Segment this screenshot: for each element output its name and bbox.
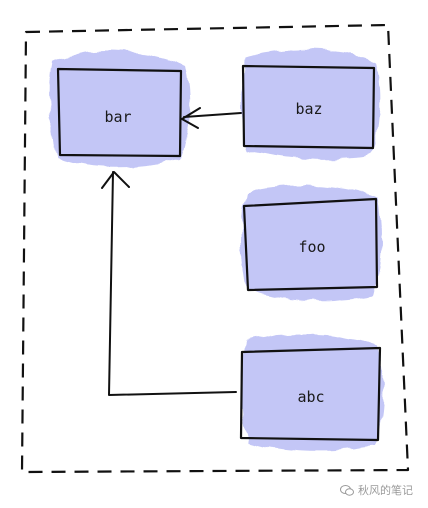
- node-abc-border: [239, 346, 382, 442]
- node-baz-fill: [241, 49, 381, 160]
- node-baz-border: [241, 64, 376, 150]
- container-boundary: [20, 23, 410, 474]
- node-baz: baz: [241, 49, 381, 160]
- edge-baz-to-bar-arrowhead: [181, 107, 201, 129]
- node-bar: bar: [49, 50, 191, 168]
- node-bar-border: [56, 67, 183, 158]
- node-foo-border: [242, 197, 379, 292]
- node-abc-label: abc: [297, 388, 324, 406]
- wechat-icon: [340, 484, 354, 496]
- edge-abc-to-bar: [101, 171, 237, 396]
- node-bar-label: bar: [104, 108, 131, 126]
- node-abc: abc: [239, 333, 383, 451]
- node-foo-fill: [241, 185, 382, 301]
- watermark-text: 秋风的笔记: [358, 484, 413, 497]
- edge-baz-to-bar: [181, 107, 242, 129]
- node-baz-label: baz: [295, 100, 322, 118]
- node-foo: foo: [241, 185, 382, 301]
- edge-abc-to-bar-line: [108, 171, 237, 396]
- node-foo-label: foo: [298, 238, 325, 256]
- watermark: 秋风的笔记: [340, 482, 413, 498]
- edge-baz-to-bar-line: [183, 112, 242, 118]
- node-bar-fill: [49, 50, 191, 168]
- edge-abc-to-bar-arrowhead: [101, 171, 130, 189]
- node-abc-fill: [241, 333, 383, 451]
